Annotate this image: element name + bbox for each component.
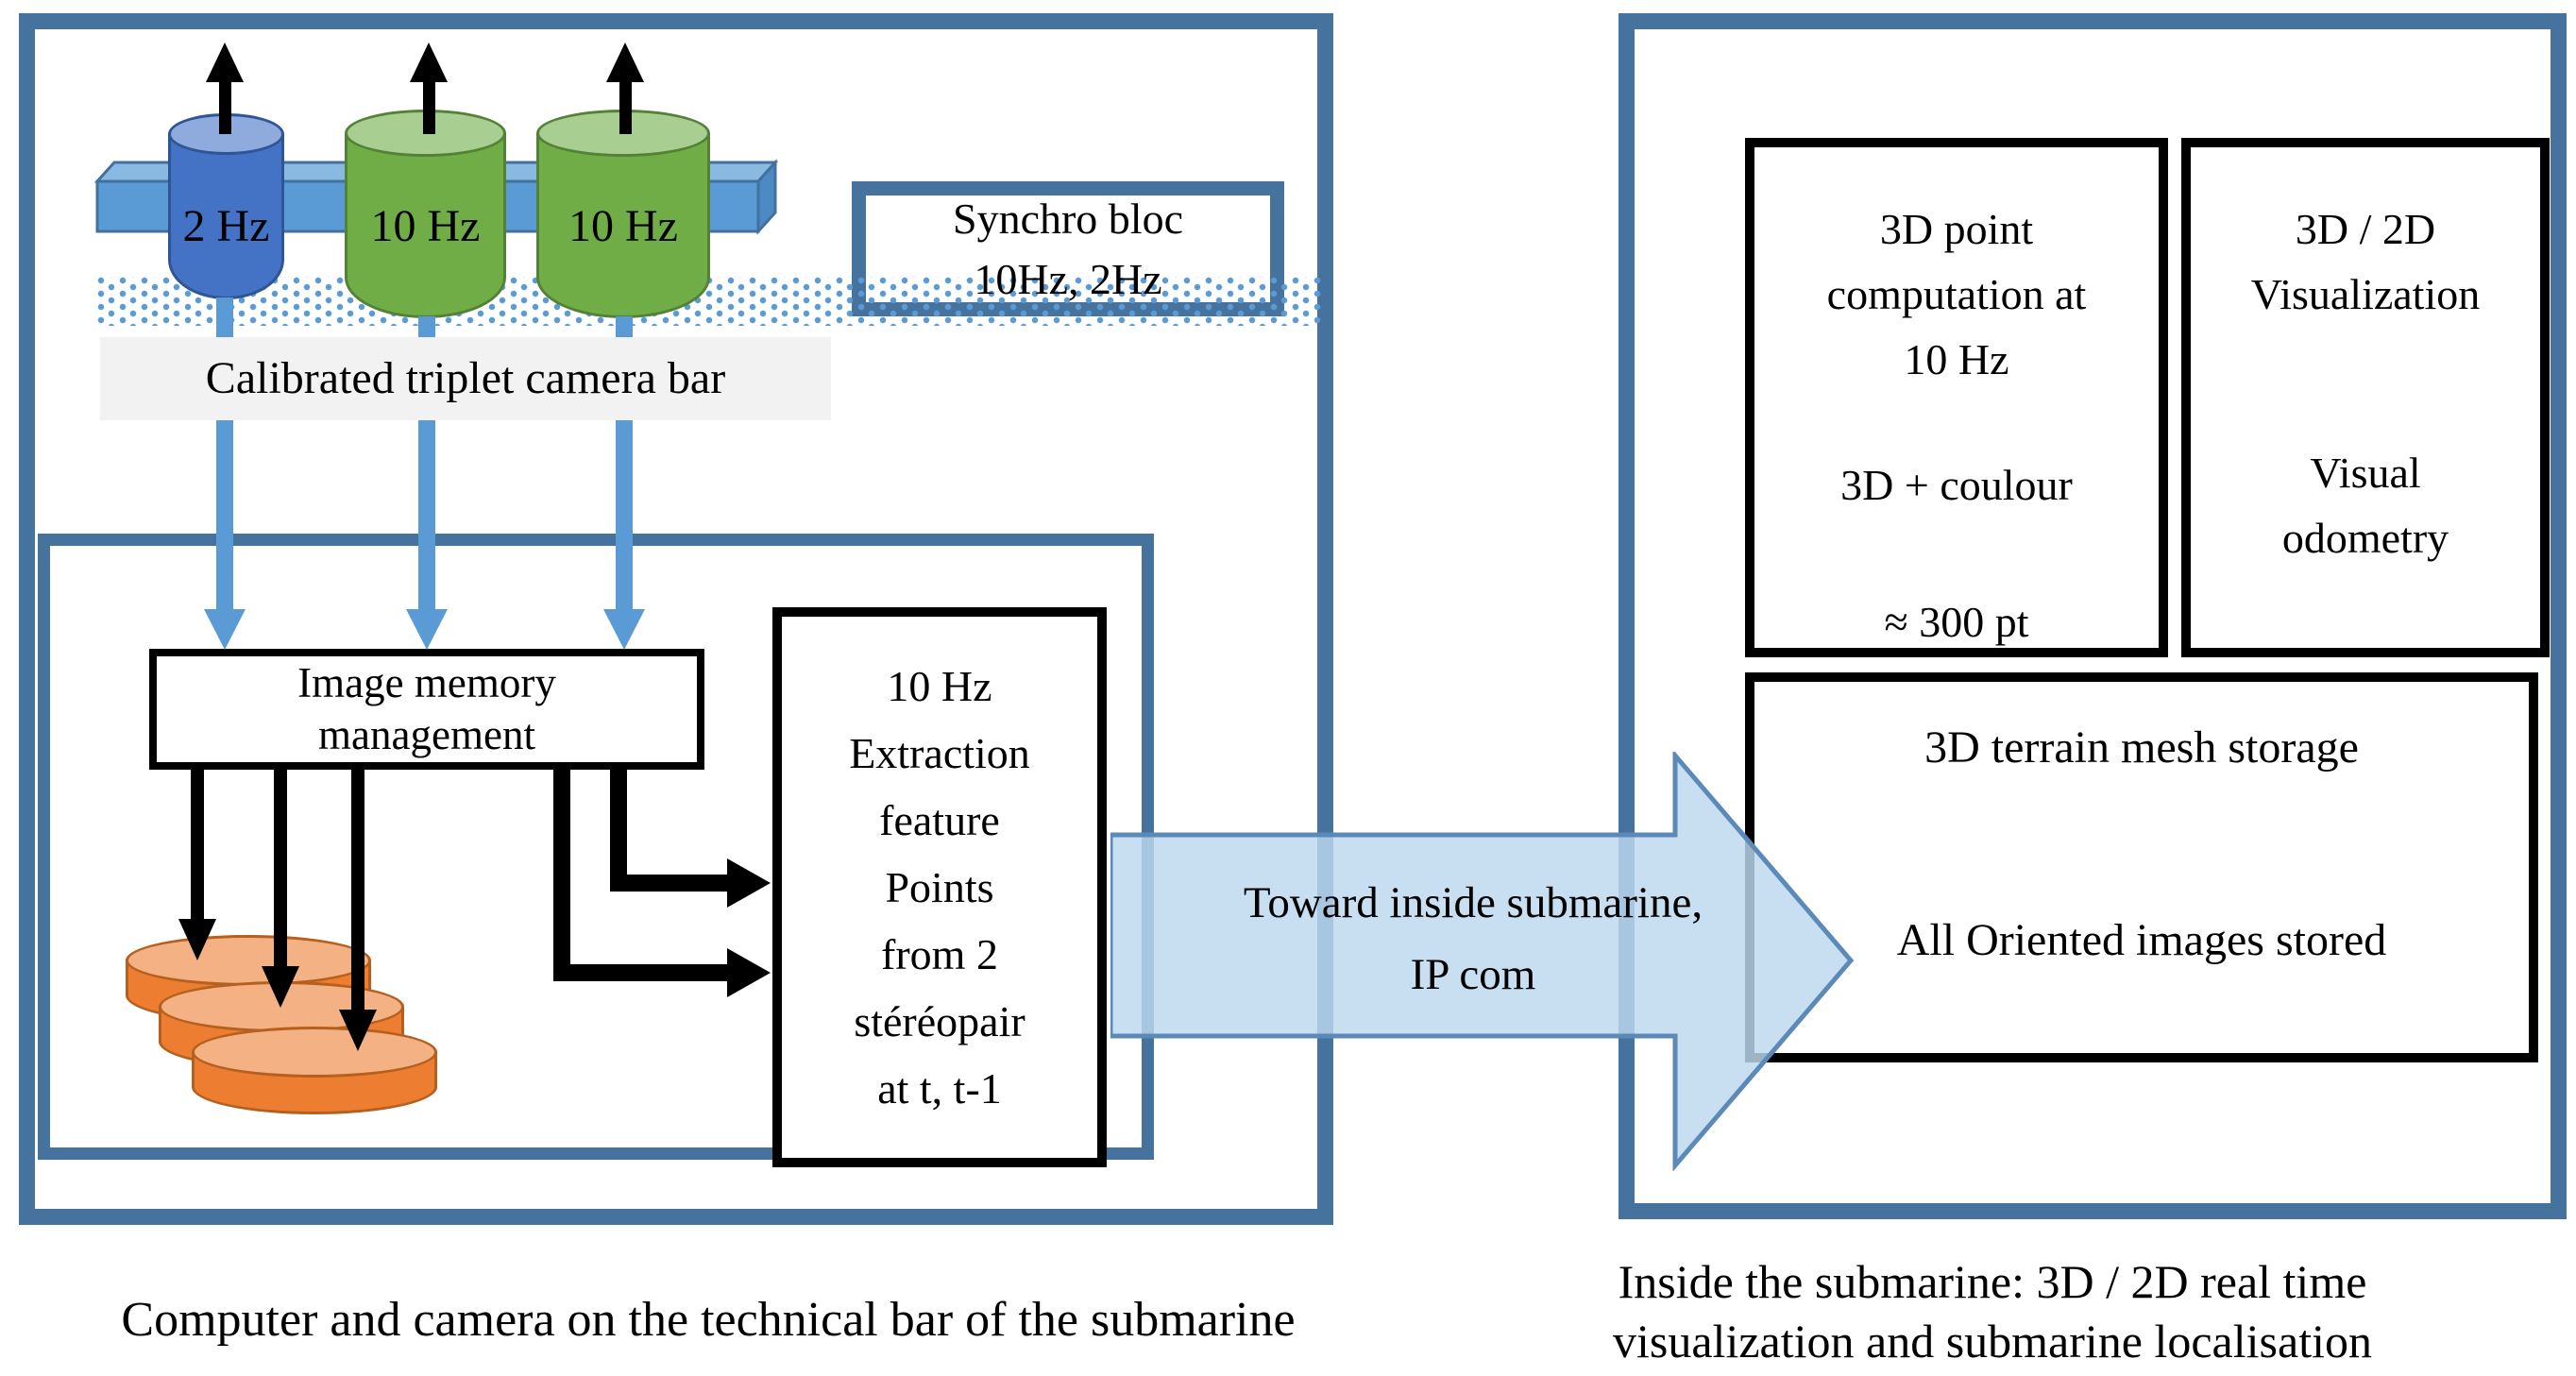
store-arrow-head-icon [178, 919, 216, 960]
point-computation-line1: 3D point [1879, 205, 2034, 253]
point-computation-line5: ≈ 300 pt [1884, 598, 2029, 646]
camera-label-2hz: 2 Hz [182, 201, 270, 251]
store-arrow-shaft [191, 770, 204, 921]
transfer-arrow [1110, 752, 1855, 1171]
right-caption-line1: Inside the submarine: 3D / 2D real time [1618, 1255, 2367, 1308]
inside-submarine-panel [1618, 13, 2567, 1219]
extraction-line: feature [879, 796, 1000, 844]
feature-extraction-box: 10 Hz Extraction feature Points from 2 s… [772, 607, 1107, 1167]
elbow-arrow-horizontal [610, 875, 731, 892]
point-computation-box: 3D point computation at 10 Hz 3D + coulo… [1745, 138, 2168, 657]
point-computation-line2: computation at [1826, 270, 2087, 318]
right-caption-line2: visualization and submarine localisation [1613, 1315, 2372, 1368]
right-caption: Inside the submarine: 3D / 2D real time … [1568, 1252, 2417, 1371]
store-arrow-shaft [351, 770, 364, 1011]
elbow-arrow-vertical [553, 770, 570, 981]
camera-label-10hz-a: 10 Hz [370, 201, 481, 251]
transfer-arrow-line2: IP com [1410, 950, 1536, 999]
point-computation-line3: 10 Hz [1904, 335, 2009, 383]
image-memory-line2: management [318, 711, 535, 758]
visualization-line4: odometry [2281, 514, 2449, 562]
extraction-line: stéréopair [854, 997, 1025, 1045]
synchro-dotted-band [97, 277, 1322, 326]
image-memory-line1: Image memory [297, 659, 556, 706]
blue-down-arrow-icon [204, 609, 246, 650]
extraction-line: 10 Hz [887, 662, 992, 710]
extraction-line: from 2 [881, 930, 998, 978]
blue-down-arrow-icon [603, 609, 645, 650]
camera-feed-line [616, 316, 633, 337]
terrain-storage-line2: All Oriented images stored [1896, 915, 2387, 965]
camera-bar-label: Calibrated triplet camera bar [100, 337, 831, 420]
camera-label-10hz-b: 10 Hz [568, 201, 678, 251]
extraction-line: Points [885, 863, 994, 911]
up-arrow-icon [606, 42, 644, 82]
point-computation-line4: 3D + coulour [1840, 461, 2073, 509]
up-arrow-shaft [219, 79, 231, 134]
right-arrow-head-icon [727, 858, 771, 908]
image-memory-box: Image memory management [149, 649, 704, 770]
camera-feed-line [418, 316, 435, 337]
camera-feed-line [616, 420, 633, 610]
extraction-line: at t, t-1 [877, 1064, 1002, 1113]
transfer-arrow-label: Toward inside submarine, IP com [1114, 867, 1832, 1011]
visualization-line3: Visual [2310, 449, 2421, 497]
store-arrow-shaft [274, 770, 287, 968]
up-arrow-shaft [619, 79, 632, 134]
up-arrow-icon [410, 42, 448, 82]
camera-feed-line [418, 420, 435, 610]
visualization-box: 3D / 2D Visualization Visual odometry [2181, 138, 2550, 657]
store-arrow-head-icon [339, 1010, 377, 1051]
elbow-arrow-horizontal [553, 964, 731, 981]
store-arrow-head-icon [262, 966, 299, 1008]
synchro-bloc-label: Synchro bloc 10Hz, 2Hz [852, 185, 1284, 313]
right-arrow-head-icon [727, 948, 771, 997]
extraction-line: Extraction [849, 729, 1030, 777]
terrain-storage-box: 3D terrain mesh storage All Oriented ima… [1745, 672, 2538, 1062]
transfer-arrow-line1: Toward inside submarine, [1243, 878, 1703, 927]
visualization-line1: 3D / 2D [2295, 205, 2436, 253]
blue-down-arrow-icon [406, 609, 448, 650]
synchro-bloc-line2: 10Hz, 2Hz [974, 254, 1162, 303]
terrain-storage-line1: 3D terrain mesh storage [1924, 722, 2359, 773]
synchro-bloc-line1: Synchro bloc [952, 194, 1183, 243]
up-arrow-icon [206, 42, 244, 82]
camera-feed-line [216, 420, 233, 610]
elbow-arrow-vertical [610, 770, 627, 892]
up-arrow-shaft [423, 79, 435, 134]
left-caption: Computer and camera on the technical bar… [121, 1293, 1296, 1347]
camera-feed-line [216, 297, 233, 337]
visualization-line2: Visualization [2250, 270, 2481, 318]
